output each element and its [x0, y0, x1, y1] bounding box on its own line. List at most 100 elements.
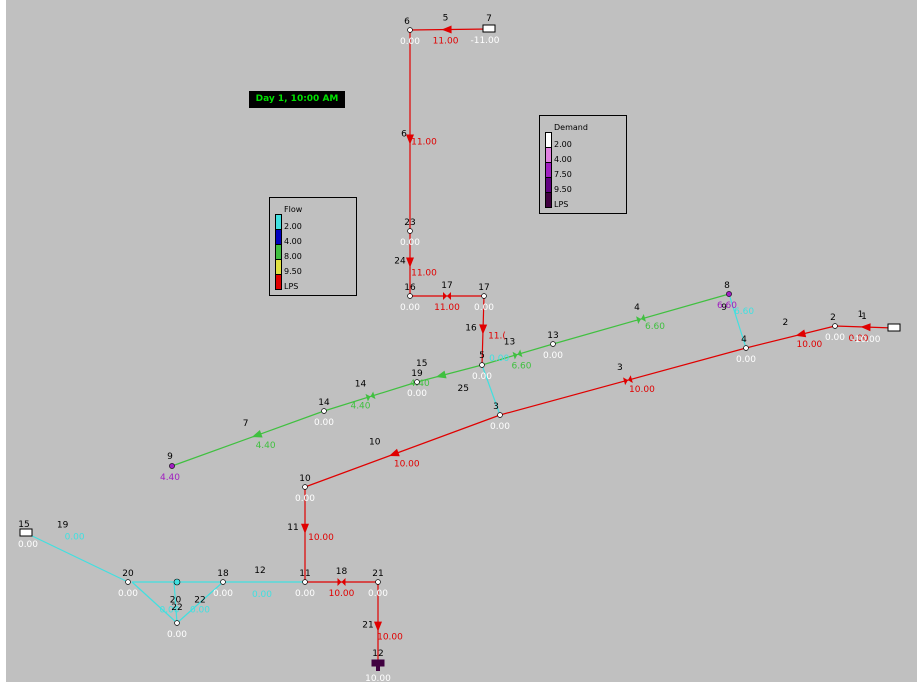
valve-icon: [365, 393, 371, 402]
node-demand-label: 0.00: [167, 630, 187, 640]
demand-legend-title: Demand: [554, 123, 588, 132]
node-id-label: 4: [741, 335, 747, 345]
link-id-label: 18: [336, 567, 348, 577]
link-id-label: 24: [394, 257, 406, 267]
node-demand-label: 0.00: [118, 589, 138, 599]
reservoir-icon[interactable]: [19, 528, 33, 537]
link-flow-label: 0.00: [190, 606, 210, 616]
link-flow-label: 10.00: [629, 385, 655, 395]
node-id-label: 12: [372, 649, 383, 659]
node-id-label: 20: [122, 569, 134, 579]
link-id-label: 6: [401, 130, 407, 140]
link-id-label: 4: [634, 303, 640, 313]
valve-icon: [341, 578, 346, 586]
link-id-label: 15: [416, 359, 427, 369]
link-flow-label: 11.00: [411, 138, 437, 148]
node-demand-label: -10.00: [851, 335, 880, 345]
node-demand-label: 0.00: [400, 303, 420, 313]
junction-node[interactable]: [414, 379, 420, 385]
junction-node[interactable]: [407, 293, 413, 299]
valve-icon: [627, 375, 633, 383]
flow-direction-arrow-icon: [406, 134, 414, 145]
pipe-link[interactable]: [173, 581, 178, 624]
junction-node[interactable]: [321, 408, 327, 414]
link-id-label: 5: [443, 14, 449, 24]
demand-legend-label: LPS: [554, 200, 569, 209]
link-id-label: 9: [721, 303, 727, 313]
node-demand-label: 0.00: [213, 589, 233, 599]
junction-node[interactable]: [832, 323, 838, 329]
flow-direction-arrow-icon: [251, 429, 263, 438]
valve-icon: [337, 578, 342, 586]
demand-legend-label: 2.00: [554, 140, 572, 149]
pipe-link[interactable]: [728, 293, 747, 349]
pump-icon[interactable]: [173, 578, 181, 586]
reservoir-icon[interactable]: [887, 323, 901, 332]
junction-node[interactable]: [407, 27, 413, 33]
junction-node[interactable]: [481, 293, 487, 299]
node-demand-label: 0.00: [400, 37, 420, 47]
node-demand-label: 0.00: [295, 589, 315, 599]
pipe-link[interactable]: [416, 364, 483, 383]
valve-icon: [641, 314, 646, 322]
node-id-label: 21: [372, 569, 383, 579]
link-flow-label: 6.60: [645, 322, 665, 332]
node-id-label: 6: [404, 17, 410, 27]
flow-direction-arrow-icon: [406, 257, 414, 268]
junction-node[interactable]: [125, 579, 131, 585]
junction-node[interactable]: [220, 579, 226, 585]
node-id-label: 19: [411, 369, 423, 379]
link-flow-label: 6.60: [734, 307, 754, 317]
network-map[interactable]: 10.00210.00310.0046.60511.00611.0074.409…: [6, 0, 917, 682]
demand-legend-label: 7.50: [554, 170, 572, 179]
junction-node[interactable]: [479, 362, 485, 368]
flow-legend-swatch: [275, 244, 282, 259]
flow-direction-arrow-icon: [388, 448, 400, 457]
valve-icon: [447, 292, 451, 300]
link-flow-label: 4.40: [350, 402, 370, 412]
node-id-label: 13: [547, 331, 558, 341]
link-flow-label: 10.00: [797, 340, 823, 350]
junction-node[interactable]: [302, 579, 308, 585]
reservoir-icon[interactable]: [482, 24, 496, 33]
link-flow-label: 11.(: [488, 332, 506, 342]
pipe-link[interactable]: [171, 410, 325, 467]
node-demand-label: 0.00: [407, 389, 427, 399]
junction-node[interactable]: [169, 463, 175, 469]
junction-node[interactable]: [302, 484, 308, 490]
tank-icon[interactable]: [371, 659, 385, 667]
simulation-time-label: Day 1, 10:00 AM: [249, 91, 345, 108]
junction-node[interactable]: [550, 341, 556, 347]
demand-legend-swatch: [545, 177, 552, 192]
junction-node[interactable]: [497, 412, 503, 418]
junction-node[interactable]: [726, 291, 732, 297]
pipe-link[interactable]: [25, 532, 129, 583]
junction-node[interactable]: [743, 345, 749, 351]
link-id-label: 7: [243, 419, 249, 429]
link-id-label: 10: [369, 438, 381, 448]
pipe-link[interactable]: [131, 581, 178, 624]
pipe-link[interactable]: [745, 325, 836, 349]
node-id-label: 11: [299, 569, 310, 579]
link-id-label: 16: [465, 324, 477, 334]
flow-legend-swatch: [275, 259, 282, 274]
pipe-link[interactable]: [499, 347, 747, 416]
junction-node[interactable]: [375, 579, 381, 585]
junction-node[interactable]: [407, 228, 413, 234]
node-demand-label: 0.00: [368, 589, 388, 599]
pipe-link[interactable]: [304, 414, 501, 488]
junction-node[interactable]: [174, 620, 180, 626]
node-demand-label: 10.00: [365, 674, 391, 682]
node-demand-label: 0.00: [825, 333, 845, 343]
flow-legend-label: 8.00: [284, 252, 302, 261]
link-id-label: 12: [254, 566, 265, 576]
node-id-label: 2: [830, 313, 836, 323]
node-id-label: 23: [404, 218, 415, 228]
valve-icon: [623, 377, 628, 386]
pipe-link[interactable]: [176, 581, 224, 624]
flow-direction-arrow-icon: [860, 323, 871, 332]
pipe-link[interactable]: [481, 364, 501, 416]
